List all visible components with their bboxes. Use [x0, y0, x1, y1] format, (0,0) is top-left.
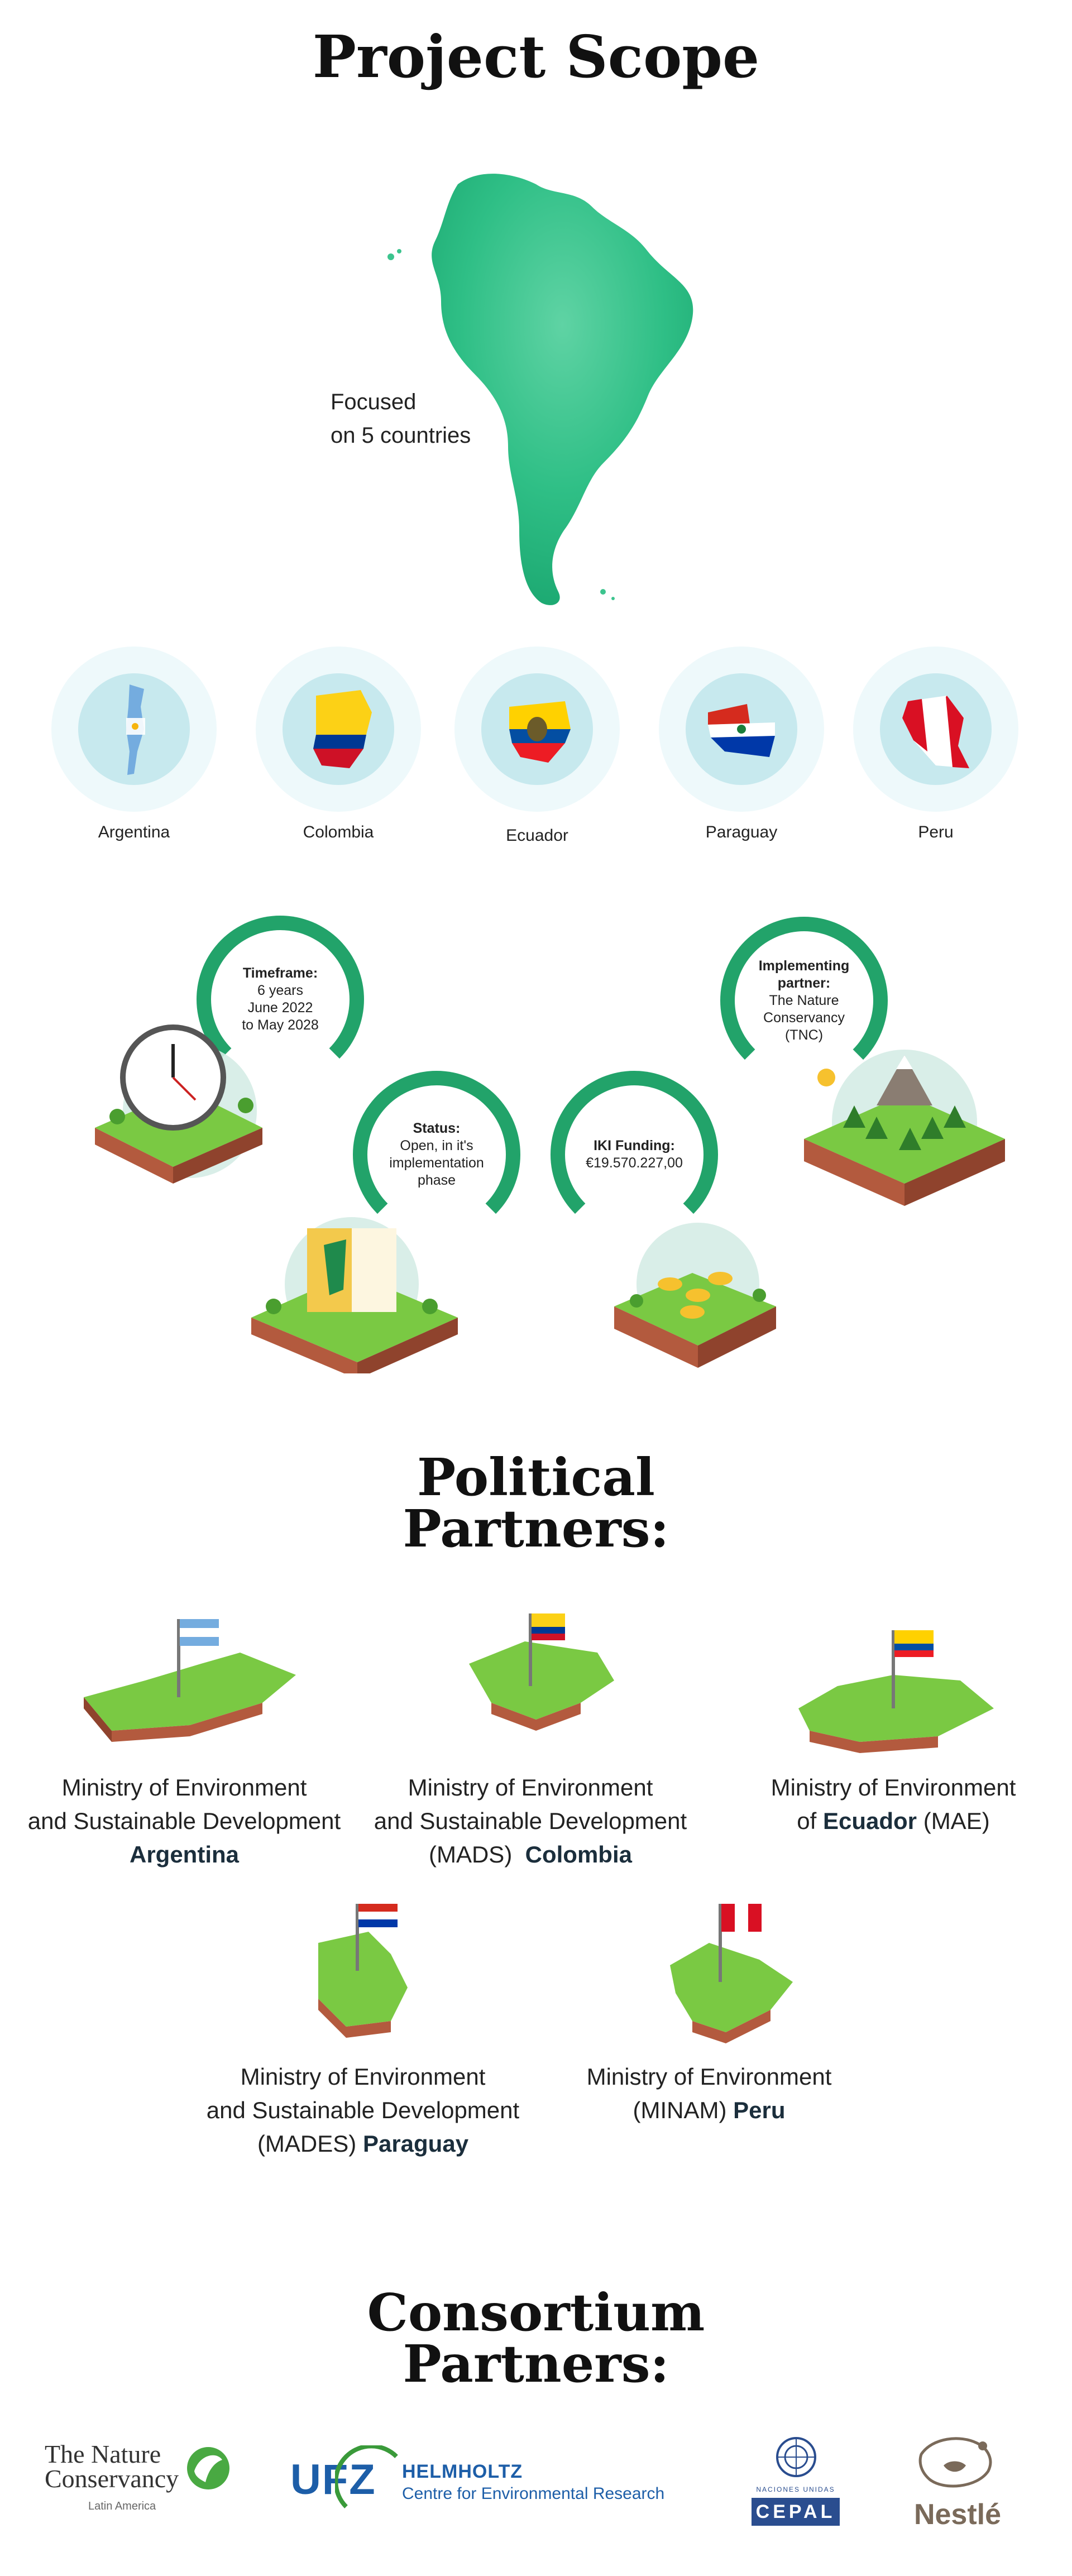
ministry-peru-country: Peru: [733, 2097, 786, 2123]
tnc-logo-line1: The Nature: [45, 2440, 161, 2468]
tnc-logo-line2: Conservancy: [45, 2464, 179, 2493]
paraguay-flag-map-icon: [708, 704, 775, 757]
country-label: Paraguay: [705, 823, 778, 841]
country-label: Colombia: [303, 823, 374, 841]
ministry-ecuador-acronym: (MAE): [923, 1808, 990, 1834]
cepal-name: CEPAL: [752, 2498, 840, 2526]
ufz-helmholtz-text: HELMHOLTZ: [402, 2461, 523, 2482]
book-tile-illustration: [251, 1217, 458, 1373]
funding-label: IKI Funding:: [594, 1138, 675, 1153]
partner-line2: Conservancy: [763, 1009, 845, 1026]
paraguay-partner-illustration: [318, 1904, 408, 2038]
ecuador-flag-map-icon: [509, 701, 571, 763]
un-emblem-icon: [776, 2437, 816, 2477]
ministry-paraguay: Ministry of Environment and Sustainable …: [190, 2060, 536, 2161]
partner-line3: (TNC): [784, 1027, 824, 1043]
ministry-ecuador: Ministry of Environment of Ecuador (MAE): [726, 1771, 1061, 1838]
partner-label-line2: partner:: [777, 975, 831, 991]
ufz-logo: UFZ HELMHOLTZ Centre for Environmental R…: [290, 2440, 692, 2518]
tnc-leaf-icon: [187, 2447, 229, 2489]
ministry-argentina-line1: Ministry of Environment: [61, 1774, 307, 1801]
country-label: Argentina: [98, 823, 170, 841]
ministry-ecuador-line1: Ministry of Environment: [770, 1774, 1016, 1801]
country-paraguay: [659, 647, 824, 812]
consortium-title: Consortium Partners:: [0, 2287, 1072, 2390]
ministry-peru-acronym: (MINAM): [633, 2097, 727, 2123]
ministry-argentina-country: Argentina: [129, 1841, 239, 1868]
tnc-logo-sub: Latin America: [88, 2500, 156, 2512]
south-america-map: [387, 174, 693, 605]
political-title-line1: Political: [417, 1447, 655, 1507]
country-label: Peru: [918, 823, 954, 841]
ministry-argentina-line2: and Sustainable Development: [27, 1808, 341, 1834]
ufz-subtitle: Centre for Environmental Research: [402, 2484, 665, 2503]
status-line1: Open, in it's: [400, 1138, 473, 1153]
map-caption: Focused on 5 countries: [331, 385, 471, 452]
ministry-colombia-line1: Ministry of Environment: [408, 1774, 653, 1801]
map-caption-line1: Focused: [331, 390, 417, 414]
status-label: Status:: [413, 1121, 461, 1136]
argentina-flag-map-icon: [126, 684, 145, 775]
timeframe-start: June 2022: [247, 1000, 313, 1016]
ecuador-partner-illustration: [798, 1630, 994, 1753]
ministry-paraguay-acronym: (MADES): [257, 2130, 357, 2157]
country-label: Ecuador: [506, 826, 568, 845]
cepal-logo: Naciones Unidas CEPAL: [748, 2432, 843, 2532]
coins-tile-illustration: [614, 1223, 776, 1368]
nestle-logo: Nestlé: [904, 2432, 1011, 2532]
ministry-paraguay-line2: and Sustainable Development: [206, 2097, 520, 2123]
ministry-colombia-acronym: (MADS): [428, 1841, 513, 1868]
partner-line1: The Nature: [769, 992, 839, 1008]
ministry-colombia-country: Colombia: [525, 1841, 632, 1868]
timeframe-label: Timeframe:: [242, 965, 318, 981]
nestle-wordmark: Nestlé: [913, 2498, 1002, 2531]
clock-tile-illustration: [95, 1024, 262, 1184]
forest-tile-illustration: [804, 1050, 1005, 1206]
political-title-line2: Partners:: [403, 1498, 669, 1559]
ministry-peru-line1: Ministry of Environment: [586, 2063, 832, 2090]
status-line3: phase: [417, 1172, 456, 1188]
country-peru: [853, 647, 1018, 812]
page-title: Project Scope: [312, 22, 760, 91]
ministry-colombia-line2: and Sustainable Development: [374, 1808, 687, 1834]
ufz-mark: UFZ: [290, 2456, 376, 2503]
status-line2: implementation: [389, 1155, 484, 1171]
ministry-ecuador-country: Ecuador: [822, 1808, 917, 1834]
peru-partner-illustration: [670, 1904, 793, 2043]
colombia-partner-illustration: [469, 1613, 614, 1731]
funding-amount: €19.570.227,00: [586, 1155, 683, 1171]
country-colombia: [256, 647, 421, 812]
argentina-partner-illustration: [84, 1619, 296, 1742]
country-argentina: [51, 647, 217, 812]
ministry-colombia: Ministry of Environment and Sustainable …: [357, 1771, 704, 1871]
country-ecuador: [454, 647, 620, 812]
tnc-logo: The Nature Conservancy Latin America: [45, 2438, 246, 2521]
partner-label-line1: Implementing: [758, 957, 850, 974]
timeframe-value: 6 years: [257, 983, 303, 998]
consortium-title-line2: Partners:: [403, 2334, 669, 2394]
ministry-paraguay-line1: Ministry of Environment: [240, 2063, 486, 2090]
ministry-argentina: Ministry of Environment and Sustainable …: [11, 1771, 357, 1871]
cepal-top-text: Naciones Unidas: [756, 2486, 835, 2493]
ministry-paraguay-country: Paraguay: [362, 2130, 469, 2157]
map-caption-line2: on 5 countries: [331, 423, 471, 448]
consortium-title-line1: Consortium: [367, 2282, 705, 2343]
peru-flag-map-icon: [902, 696, 969, 768]
ministry-ecuador-of: of: [797, 1808, 817, 1834]
political-title: Political Partners:: [0, 1452, 1072, 1554]
ministry-peru: Ministry of Environment (MINAM) Peru: [536, 2060, 882, 2127]
nestle-nest-icon: [918, 2437, 992, 2488]
colombia-flag-map-icon: [313, 690, 372, 768]
timeframe-end: to May 2028: [242, 1017, 319, 1033]
ufz-arc-icon: [335, 2445, 398, 2508]
